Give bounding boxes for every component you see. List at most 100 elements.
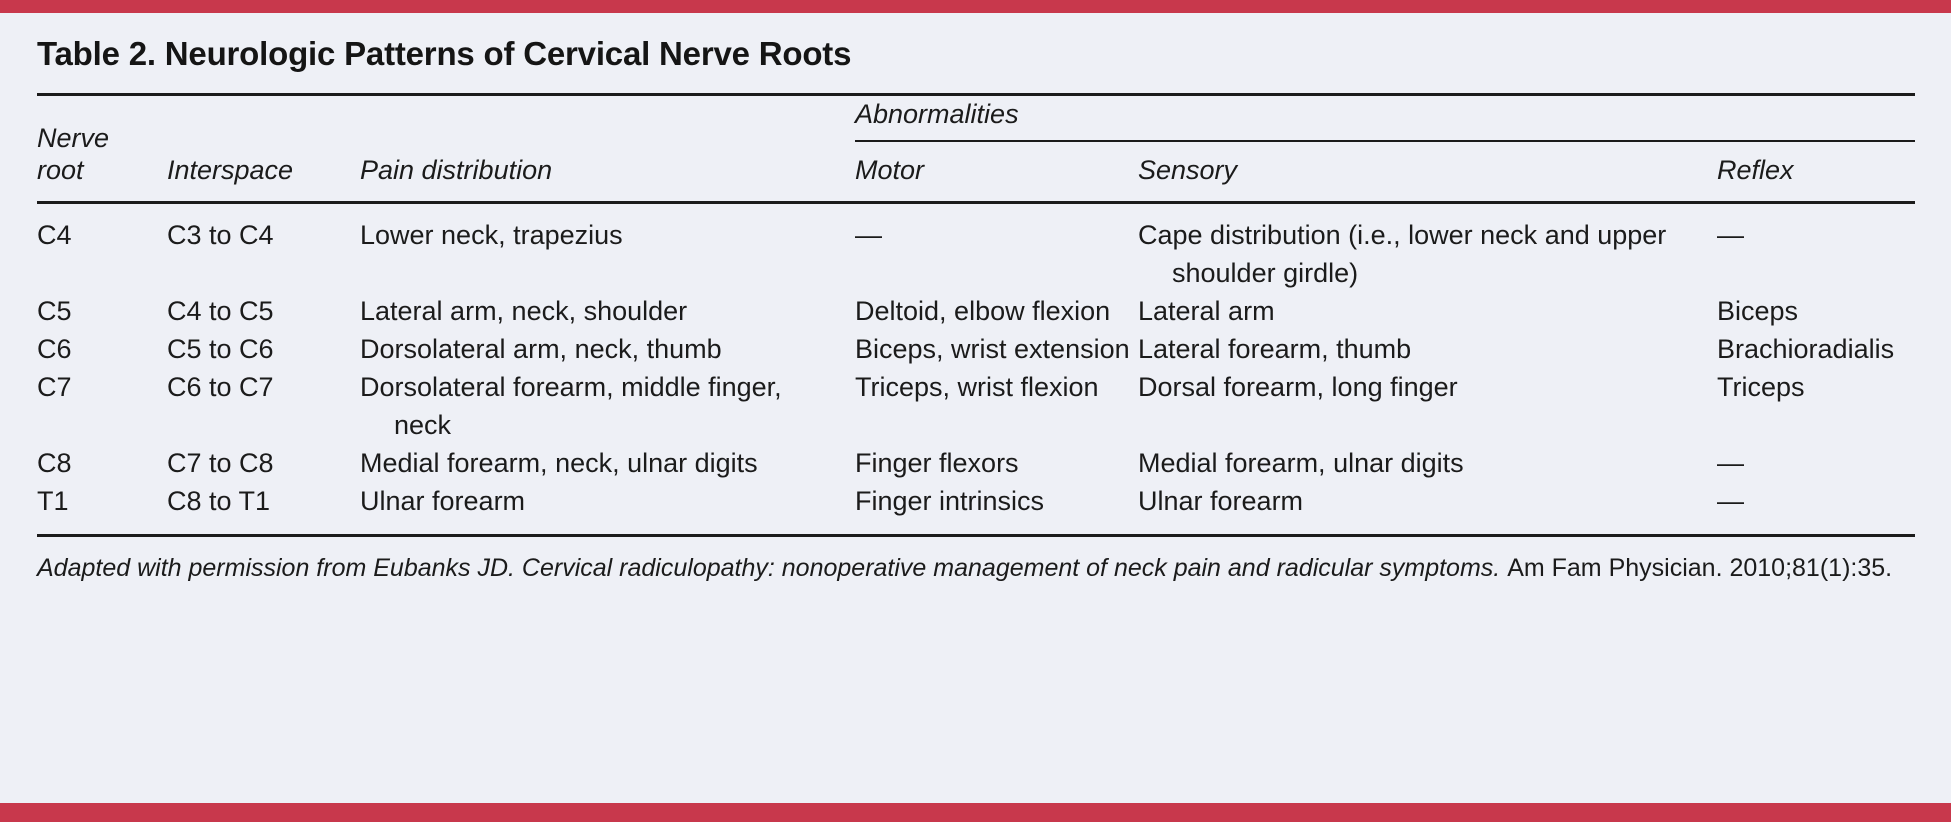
cell-pain-distribution: Lateral arm, neck, shoulder — [360, 292, 840, 330]
table-row: T1 C8 to T1 Ulnar forearm Finger intrinsics… — [37, 482, 1915, 520]
cell-interspace-text: C5 to C6 — [167, 334, 274, 364]
column-group-abnormalities: Abnormalities — [855, 99, 1019, 129]
table-body: C4 C3 to C4 Lower neck, trapezius — Cape dis… — [37, 204, 1915, 534]
cell-sensory: Lateral forearm, thumb — [1138, 330, 1708, 368]
cell-interspace-text: C6 to C7 — [167, 372, 274, 402]
footnote-citation: Am Fam Physician. 2010;81(1):35. — [1507, 554, 1893, 582]
cell-nerve-root-text: C4 — [37, 220, 72, 250]
cell-nerve-root-text: C6 — [37, 334, 72, 364]
table-grid: Abnormalities Nerve root Interspace Pain… — [37, 96, 1915, 537]
accent-bar-bottom — [0, 803, 1951, 822]
cell-sensory: Dorsal forearm, long finger — [1138, 368, 1708, 406]
cell-interspace-text: C7 to C8 — [167, 448, 274, 478]
cell-reflex-text: — — [1717, 486, 1744, 516]
cell-reflex: — — [1717, 444, 1915, 482]
cell-pain-distribution: Dorsolateral forearm, middle finger, nec… — [360, 368, 840, 444]
footnote-source-italic: Adapted with permission from Eubanks JD.… — [37, 554, 1501, 582]
header-divider — [37, 201, 1915, 204]
cell-interspace: C8 to T1 — [167, 482, 352, 520]
cell-interspace: C3 to C4 — [167, 216, 352, 254]
table-row: C7 C6 to C7 Dorsolateral forearm, middle f… — [37, 368, 1915, 444]
column-header-nerve-root: Nerve root — [37, 122, 109, 186]
cell-reflex: Biceps — [1717, 292, 1915, 330]
cell-motor-text: Finger flexors — [855, 448, 1019, 478]
column-group-divider — [855, 140, 1915, 142]
cell-motor: Triceps, wrist flexion — [855, 368, 1130, 406]
table-header: Abnormalities Nerve root Interspace Pain… — [37, 96, 1915, 201]
cell-nerve-root: C5 — [37, 292, 157, 330]
cell-reflex-text: — — [1717, 220, 1744, 250]
cell-interspace: C6 to C7 — [167, 368, 352, 406]
cell-motor-text: Deltoid, elbow flexion — [855, 296, 1111, 326]
cell-reflex: Triceps — [1717, 368, 1915, 406]
cell-pain-distribution-text: Lateral arm, neck, shoulder — [360, 296, 688, 326]
cell-sensory-text: Lateral forearm, thumb — [1138, 334, 1412, 364]
table-row: C6 C5 to C6 Dorsolateral arm, neck, thumb B… — [37, 330, 1915, 368]
cell-nerve-root: C4 — [37, 216, 157, 254]
cell-reflex: — — [1717, 482, 1915, 520]
table-row: C8 C7 to C8 Medial forearm, neck, ulnar di… — [37, 444, 1915, 482]
cell-pain-distribution: Dorsolateral arm, neck, thumb — [360, 330, 840, 368]
cell-motor: Finger intrinsics — [855, 482, 1130, 520]
cell-nerve-root: T1 — [37, 482, 157, 520]
cell-sensory-text: Medial forearm, ulnar digits — [1138, 448, 1464, 478]
cell-nerve-root-text: C8 — [37, 448, 72, 478]
cell-pain-distribution-text: Lower neck, trapezius — [360, 220, 623, 250]
column-header-motor: Motor — [855, 155, 925, 185]
cell-sensory-text: Dorsal forearm, long finger — [1138, 372, 1458, 402]
cell-reflex-text: Biceps — [1717, 296, 1799, 326]
cell-pain-distribution-text: Ulnar forearm — [360, 486, 526, 516]
cell-motor-text: Finger intrinsics — [855, 486, 1045, 516]
cell-interspace: C7 to C8 — [167, 444, 352, 482]
cell-interspace-text: C8 to T1 — [167, 486, 271, 516]
accent-bar-top — [0, 0, 1951, 13]
cell-pain-distribution: Ulnar forearm — [360, 482, 840, 520]
cell-interspace-text: C4 to C5 — [167, 296, 274, 326]
cell-reflex-text: Brachioradialis — [1717, 334, 1895, 364]
column-header-nerve-root-line1: Nerve — [37, 123, 110, 153]
cell-motor: Biceps, wrist extension — [855, 330, 1130, 368]
cell-nerve-root: C7 — [37, 368, 157, 406]
cell-sensory: Lateral arm — [1138, 292, 1708, 330]
cell-pain-distribution: Lower neck, trapezius — [360, 216, 840, 254]
column-header-pain-distribution: Pain distribution — [360, 155, 553, 185]
cell-pain-distribution-text: Dorsolateral forearm, middle finger, nec… — [360, 372, 782, 440]
cell-sensory-text: Cape distribution (i.e., lower neck and … — [1138, 220, 1667, 288]
cell-sensory-text: Lateral arm — [1138, 296, 1275, 326]
cell-motor: Finger flexors — [855, 444, 1130, 482]
cell-nerve-root: C8 — [37, 444, 157, 482]
body-divider — [37, 534, 1915, 537]
column-header-reflex: Reflex — [1717, 155, 1794, 185]
cell-motor-text: — — [855, 220, 882, 250]
cell-motor: — — [855, 216, 1130, 254]
table-container: Table 2. Neurologic Patterns of Cervical… — [37, 13, 1915, 587]
cell-reflex-text: — — [1717, 448, 1744, 478]
column-header-sensory: Sensory — [1138, 155, 1238, 185]
cell-pain-distribution-text: Dorsolateral arm, neck, thumb — [360, 334, 722, 364]
cell-motor: Deltoid, elbow flexion — [855, 292, 1130, 330]
cell-reflex-text: Triceps — [1717, 372, 1805, 402]
cell-sensory-text: Ulnar forearm — [1138, 486, 1304, 516]
cell-motor-text: Biceps, wrist extension — [855, 334, 1130, 364]
cell-interspace: C4 to C5 — [167, 292, 352, 330]
cell-reflex: Brachioradialis — [1717, 330, 1915, 368]
table-footnote: Adapted with permission from Eubanks JD.… — [37, 549, 1919, 587]
cell-reflex: — — [1717, 216, 1915, 254]
cell-interspace: C5 to C6 — [167, 330, 352, 368]
cell-motor-text: Triceps, wrist flexion — [855, 372, 1099, 402]
title-divider — [37, 93, 1915, 96]
cell-interspace-text: C3 to C4 — [167, 220, 274, 250]
cell-nerve-root-text: C5 — [37, 296, 72, 326]
cell-sensory: Ulnar forearm — [1138, 482, 1708, 520]
cell-nerve-root-text: T1 — [37, 486, 69, 516]
page-title: Table 2. Neurologic Patterns of Cervical… — [37, 35, 852, 72]
cell-sensory: Medial forearm, ulnar digits — [1138, 444, 1708, 482]
column-header-interspace: Interspace — [167, 155, 294, 185]
table-row: C5 C4 to C5 Lateral arm, neck, shoulder Del… — [37, 292, 1915, 330]
cell-nerve-root-text: C7 — [37, 372, 72, 402]
cell-sensory: Cape distribution (i.e., lower neck and … — [1138, 216, 1708, 292]
cell-pain-distribution-text: Medial forearm, neck, ulnar digits — [360, 448, 758, 478]
cell-pain-distribution: Medial forearm, neck, ulnar digits — [360, 444, 840, 482]
cell-nerve-root: C6 — [37, 330, 157, 368]
